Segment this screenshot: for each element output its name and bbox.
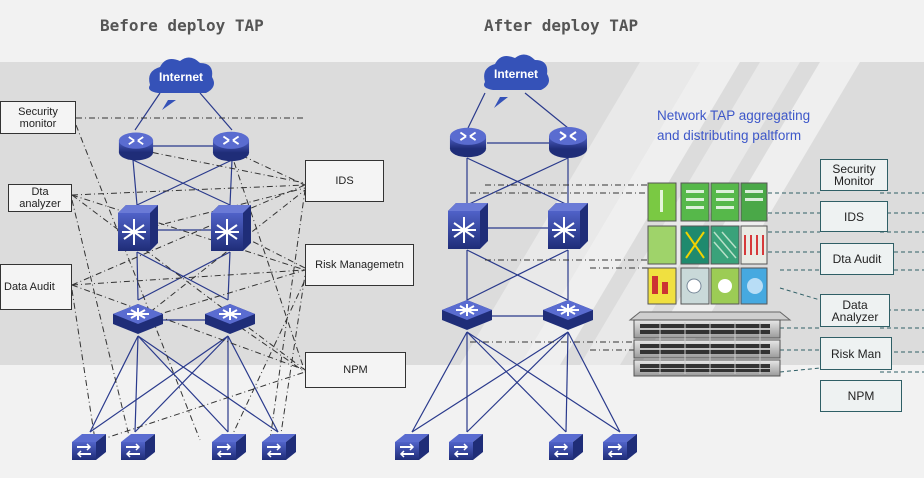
tool-risk-man-after: Risk Man xyxy=(820,337,892,370)
tap-chassis xyxy=(628,311,792,377)
tool-ids-after: IDS xyxy=(820,201,888,232)
router-icon xyxy=(118,131,154,162)
tap-caption: Network TAP aggregating and distributing… xyxy=(657,106,810,146)
router-icon xyxy=(449,126,487,159)
switch-icon xyxy=(548,203,588,249)
router-icon xyxy=(212,130,250,163)
tool-dta-analyzer-before: Dta analyzer xyxy=(8,184,72,212)
tap-to-tools-links xyxy=(768,192,924,373)
tool-data-audit-before: Data Audit xyxy=(0,264,72,310)
tool-data-audit-after: Dta Audit xyxy=(820,243,894,275)
tool-ids-before: IDS xyxy=(305,160,384,202)
after-tap-links xyxy=(470,184,648,351)
tool-npm-after: NPM xyxy=(820,380,902,412)
before-monitor-links xyxy=(71,117,306,441)
tap-caption-line1: Network TAP aggregating xyxy=(657,108,811,123)
switch-icon xyxy=(448,203,488,249)
access-switch-icon xyxy=(212,433,246,461)
internet-cloud-after xyxy=(484,54,549,108)
before-topology-links xyxy=(89,92,279,433)
access-switch-icon xyxy=(262,433,296,461)
router-icon xyxy=(548,126,588,159)
after-topology-links xyxy=(411,92,621,433)
tap-module-grid xyxy=(647,182,768,305)
internet-cloud-before xyxy=(149,57,214,110)
tool-security-monitor-after: Security Monitor xyxy=(820,159,888,191)
before-title: Before deploy TAP xyxy=(100,16,264,35)
internet-label-after: Internet xyxy=(493,67,538,81)
access-switch-icon xyxy=(449,433,483,461)
switch-icon xyxy=(118,205,158,251)
access-switch-icon xyxy=(395,433,429,461)
tool-security-monitor-before: Security monitor xyxy=(0,101,76,134)
tap-caption-line2: and distributing paltform xyxy=(657,128,802,143)
after-title: After deploy TAP xyxy=(484,16,639,35)
tool-risk-management-before: Risk Managemetn xyxy=(305,244,414,286)
access-switch-icon xyxy=(121,433,155,461)
access-switch-icon xyxy=(72,433,106,461)
access-switch-icon xyxy=(549,433,583,461)
tool-data-analyzer-after: Data Analyzer xyxy=(820,294,890,327)
tool-npm-before: NPM xyxy=(305,352,406,388)
access-switch-icon xyxy=(603,433,637,461)
switch-icon xyxy=(211,205,251,251)
internet-label-before: Internet xyxy=(158,70,203,84)
